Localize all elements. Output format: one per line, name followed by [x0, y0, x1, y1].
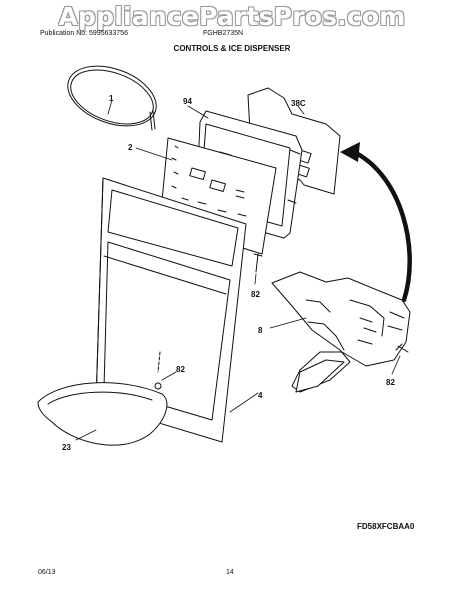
callout-4: 4 [258, 391, 263, 400]
callout-82-mid: 82 [176, 365, 185, 374]
callout-94: 94 [183, 97, 192, 106]
part-drip-tray [37, 382, 168, 446]
callout-2: 2 [128, 143, 133, 152]
callout-82-right: 82 [386, 378, 395, 387]
page-number: 14 [226, 569, 234, 576]
callout-8: 8 [258, 326, 263, 335]
figure-code: FD58XFCBAA0 [357, 522, 415, 531]
screw-mid [154, 351, 162, 390]
callout-82-top: 82 [251, 290, 260, 299]
callout-1: 1 [109, 94, 114, 103]
footer-date: 06/13 [38, 569, 56, 576]
part-dispenser-frame [95, 177, 247, 443]
screw-top [253, 253, 263, 273]
publication-number: Publication No: 5995633756 [40, 30, 128, 37]
section-title: CONTROLS & ICE DISPENSER [173, 44, 291, 53]
watermark-logo: AppliancePartsPros.com [58, 2, 406, 31]
arrowhead [340, 142, 360, 162]
model-number: FGHB2735N [203, 30, 244, 37]
part-tube-coil [67, 65, 157, 131]
leader-lines [75, 99, 401, 441]
screw-right [395, 343, 409, 353]
callout-38c: 38C [291, 99, 306, 108]
assembly-arrow [351, 149, 412, 303]
callout-23: 23 [62, 443, 71, 452]
part-ice-dispenser [271, 271, 411, 393]
